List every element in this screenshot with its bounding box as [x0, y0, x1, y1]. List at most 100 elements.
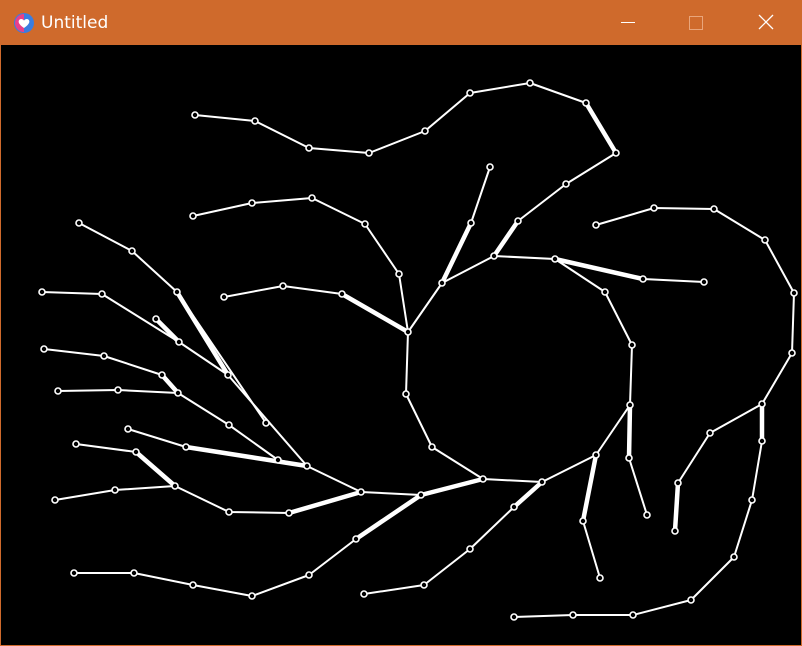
node-point[interactable] [130, 569, 138, 577]
node-point[interactable] [629, 611, 637, 619]
node-point[interactable] [706, 429, 714, 437]
node-point[interactable] [285, 509, 293, 517]
node-point[interactable] [612, 149, 620, 157]
maximize-button[interactable] [673, 0, 719, 45]
node-point[interactable] [758, 400, 766, 408]
node-point[interactable] [248, 592, 256, 600]
node-point[interactable] [75, 219, 83, 227]
node-point[interactable] [171, 482, 179, 490]
node-point[interactable] [182, 443, 190, 451]
node-point[interactable] [365, 149, 373, 157]
node-point[interactable] [639, 275, 647, 283]
node-point[interactable] [303, 462, 311, 470]
node-point[interactable] [352, 535, 360, 543]
node-point[interactable] [100, 352, 108, 360]
node-point[interactable] [486, 163, 494, 171]
node-point[interactable] [579, 517, 587, 525]
node-point[interactable] [189, 212, 197, 220]
node-point[interactable] [274, 456, 282, 464]
node-point[interactable] [466, 89, 474, 97]
node-point[interactable] [643, 511, 651, 519]
node-point[interactable] [357, 488, 365, 496]
node-point[interactable] [428, 443, 436, 451]
node-point[interactable] [128, 247, 136, 255]
node-point[interactable] [225, 421, 233, 429]
node-point[interactable] [788, 349, 796, 357]
node-point[interactable] [562, 180, 570, 188]
node-point[interactable] [361, 220, 369, 228]
node-point[interactable] [582, 99, 590, 107]
node-point[interactable] [514, 217, 522, 225]
node-point[interactable] [790, 289, 798, 297]
node-point[interactable] [338, 290, 346, 298]
node-point[interactable] [305, 144, 313, 152]
node-point[interactable] [466, 545, 474, 553]
node-point[interactable] [417, 491, 425, 499]
node-point[interactable] [124, 425, 132, 433]
node-point[interactable] [174, 389, 182, 397]
node-point[interactable] [51, 496, 59, 504]
node-point[interactable] [628, 341, 636, 349]
node-point[interactable] [538, 478, 546, 486]
node-point[interactable] [114, 386, 122, 394]
node-point[interactable] [404, 328, 412, 336]
drawing-canvas[interactable] [1, 45, 801, 645]
node-point[interactable] [38, 288, 46, 296]
node-point[interactable] [510, 503, 518, 511]
node-point[interactable] [225, 508, 233, 516]
node-point[interactable] [54, 387, 62, 395]
node-point[interactable] [626, 401, 634, 409]
node-point[interactable] [625, 454, 633, 462]
node-point[interactable] [467, 219, 475, 227]
node-point[interactable] [305, 571, 313, 579]
node-point[interactable] [191, 111, 199, 119]
node-point[interactable] [175, 338, 183, 346]
node-point[interactable] [173, 288, 181, 296]
node-point[interactable] [438, 279, 446, 287]
node-point[interactable] [569, 611, 577, 619]
node-point[interactable] [189, 581, 197, 589]
node-point[interactable] [158, 371, 166, 379]
node-point[interactable] [748, 496, 756, 504]
node-point[interactable] [248, 199, 256, 207]
node-point[interactable] [730, 553, 738, 561]
node-point[interactable] [72, 440, 80, 448]
node-point[interactable] [551, 255, 559, 263]
node-point[interactable] [710, 205, 718, 213]
node-point[interactable] [111, 486, 119, 494]
minimize-button[interactable] [604, 0, 650, 45]
title-bar[interactable]: Untitled [0, 0, 802, 45]
node-point[interactable] [592, 221, 600, 229]
node-point[interactable] [395, 270, 403, 278]
node-point[interactable] [224, 371, 232, 379]
node-point[interactable] [674, 479, 682, 487]
node-point[interactable] [700, 278, 708, 286]
node-point[interactable] [152, 315, 160, 323]
node-point[interactable] [671, 527, 679, 535]
node-point[interactable] [650, 204, 658, 212]
node-point[interactable] [308, 194, 316, 202]
node-point[interactable] [420, 581, 428, 589]
node-point[interactable] [98, 290, 106, 298]
node-point[interactable] [262, 419, 270, 427]
node-point[interactable] [402, 390, 410, 398]
node-point[interactable] [421, 127, 429, 135]
node-point[interactable] [490, 252, 498, 260]
node-point[interactable] [40, 345, 48, 353]
node-point[interactable] [592, 451, 600, 459]
node-point[interactable] [601, 288, 609, 296]
node-point[interactable] [360, 590, 368, 598]
node-point[interactable] [596, 574, 604, 582]
node-point[interactable] [758, 437, 766, 445]
node-point[interactable] [687, 596, 695, 604]
node-point[interactable] [526, 79, 534, 87]
node-point[interactable] [279, 282, 287, 290]
node-point[interactable] [132, 448, 140, 456]
node-point[interactable] [479, 475, 487, 483]
node-point[interactable] [761, 236, 769, 244]
close-button[interactable] [743, 0, 789, 45]
node-point[interactable] [220, 293, 228, 301]
node-point[interactable] [510, 613, 518, 621]
node-point[interactable] [70, 569, 78, 577]
node-point[interactable] [251, 117, 259, 125]
